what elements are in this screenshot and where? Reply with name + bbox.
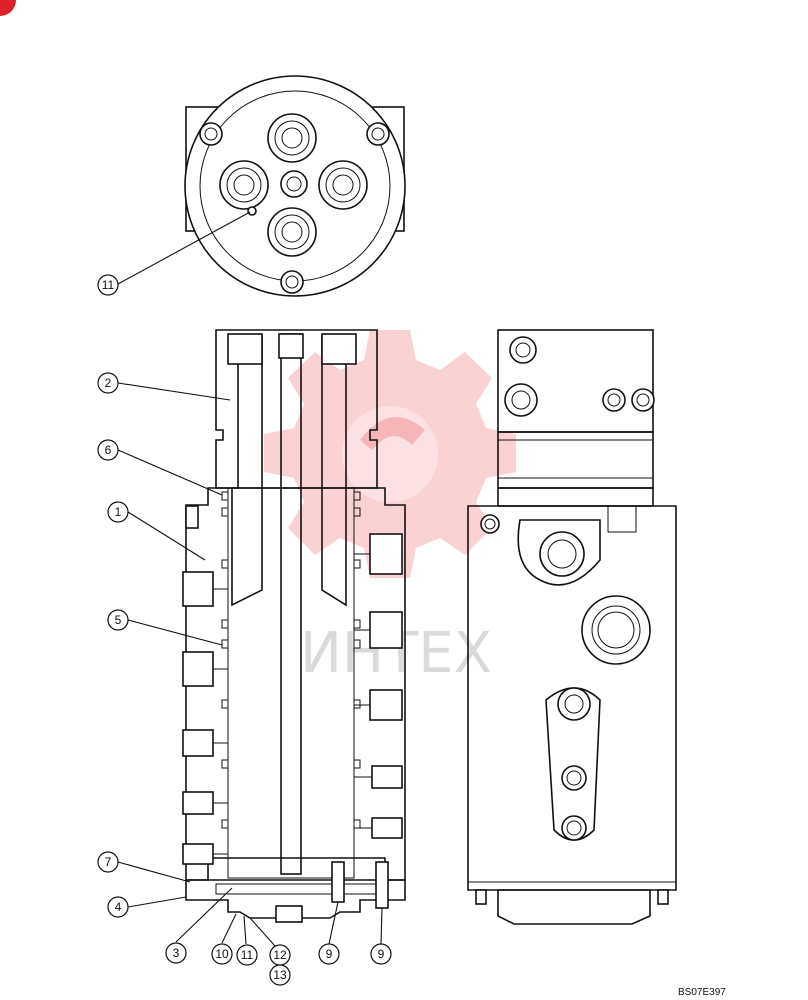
bolt-9-right [375, 861, 389, 909]
top-port-center [280, 170, 308, 198]
callout-11-bottom: 11 [236, 944, 258, 966]
callout-label: 10 [215, 947, 229, 961]
callout-label: 3 [173, 946, 180, 960]
callout-3: 3 [165, 942, 187, 964]
callout-6: 6 [97, 439, 119, 461]
top-port-south [267, 207, 317, 257]
top-view-plug [247, 206, 257, 216]
callout-5: 5 [107, 609, 129, 631]
callout-label: 11 [241, 948, 254, 962]
top-port-west [219, 160, 269, 210]
flange-bolt-icon [366, 122, 390, 146]
watermark-logo [264, 330, 516, 578]
callout-label: 5 [115, 613, 122, 627]
leader-lines [117, 211, 383, 947]
top-view [184, 75, 406, 297]
callout-7: 7 [97, 851, 119, 873]
callout-11-top: 11 [97, 274, 119, 296]
callout-1: 1 [107, 501, 129, 523]
section-view [182, 329, 406, 923]
callout-2: 2 [97, 372, 119, 394]
callout-4: 4 [107, 896, 129, 918]
callout-label: 4 [115, 900, 122, 914]
side-view [467, 329, 677, 925]
callout-label: 13 [273, 968, 287, 982]
flange-bolt-icon [199, 122, 223, 146]
callout-label: 7 [105, 855, 112, 869]
seal-rings [221, 491, 361, 829]
bolt-9-left [331, 861, 345, 903]
callout-label: 11 [102, 278, 115, 292]
callout-9-right: 9 [370, 943, 392, 965]
flange-bolt-icon [280, 270, 304, 294]
top-port-north [267, 113, 317, 163]
corner-mark [0, 0, 16, 16]
callout-13: 13 [269, 964, 291, 986]
callout-10: 10 [211, 943, 233, 965]
callout-label: 1 [115, 505, 122, 519]
callout-12: 12 [269, 944, 291, 966]
callout-9-left: 9 [318, 943, 340, 965]
callout-label: 2 [105, 376, 112, 390]
top-port-east [318, 160, 368, 210]
right-ports [354, 533, 403, 839]
callout-label: 12 [273, 948, 287, 962]
callout-label: 6 [105, 443, 112, 457]
callout-label: 9 [326, 947, 333, 961]
left-ports [182, 505, 228, 865]
callout-label: 9 [378, 947, 385, 961]
drawing-code: BS07E397 [678, 987, 726, 998]
